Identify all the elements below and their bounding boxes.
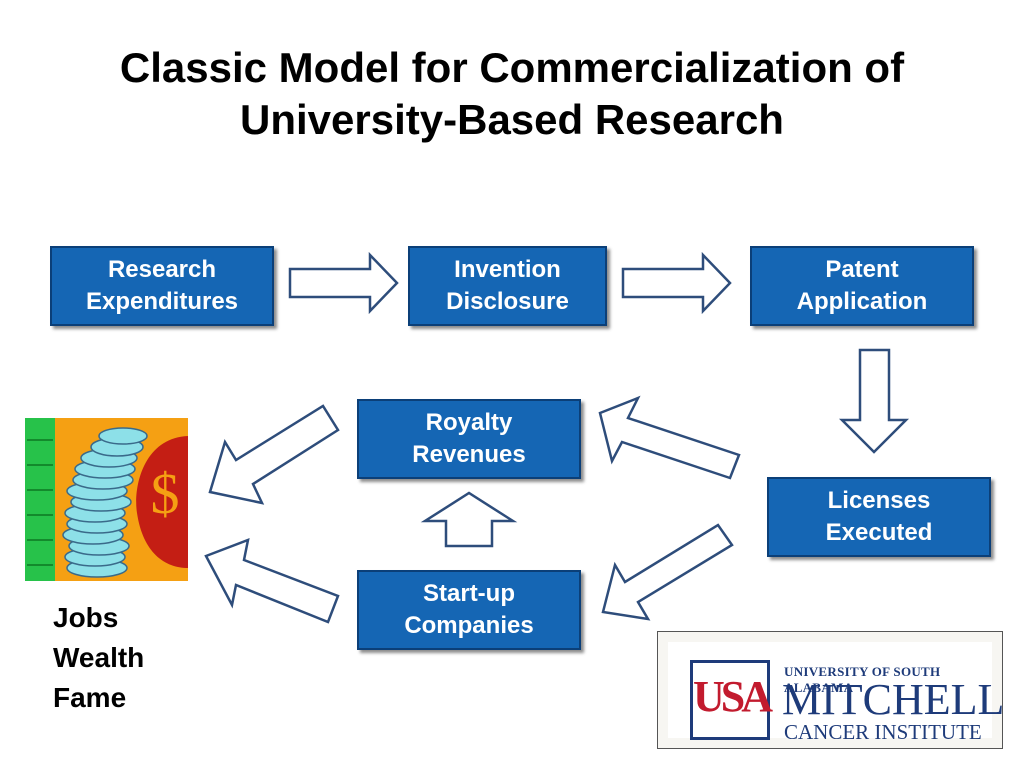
arrow-patent-to-licenses [838, 348, 910, 454]
node-label: Invention [454, 256, 561, 283]
arrow-research-to-invention [288, 251, 399, 315]
node-label: Disclosure [446, 288, 569, 315]
node-label: Expenditures [85, 288, 239, 315]
outcome-wealth: Wealth [53, 642, 145, 673]
logo-university-name: UNIVERSITY OF SOUTH ALABAMA [784, 664, 941, 695]
usa-logo-icon: USA [690, 660, 773, 740]
logo-mitchell: MITCHELL [782, 675, 1005, 724]
page-title-line1: Classic Model for Commercialization of [119, 44, 905, 91]
node-label: Executed [825, 519, 933, 546]
arrow-startup-to-outcomes [204, 538, 340, 624]
arrow-licenses-to-royalty [598, 395, 741, 480]
outcomes-list: Jobs Wealth Fame [53, 598, 144, 718]
node-licenses-executed: Licenses Executed [767, 477, 991, 557]
node-label: Royalty [425, 409, 513, 436]
svg-text:$: $ [151, 461, 180, 526]
node-label: Revenues [412, 441, 526, 468]
node-royalty-revenues: Royalty Revenues [357, 399, 581, 479]
node-label: Application [796, 288, 928, 315]
node-label: Companies [404, 612, 534, 639]
node-research-expenditures: Research Expenditures [50, 246, 274, 326]
mitchell-cancer-institute-logo: USA UNIVERSITY OF SOUTH ALABAMA MITCHELL… [657, 631, 1004, 749]
page-title-line2: University-Based Research [240, 96, 784, 143]
node-label: Licenses [827, 487, 931, 514]
logo-cancer-institute: CANCER INSTITUTE [784, 720, 982, 744]
arrow-invention-to-patent [621, 251, 732, 315]
logo-panel: USA UNIVERSITY OF SOUTH ALABAMA MITCHELL… [668, 642, 1004, 744]
node-label: Start-up [423, 580, 515, 607]
node-startup-companies: Start-up Companies [357, 570, 581, 650]
usa-letters: USA [693, 672, 773, 721]
node-label: Research [107, 256, 217, 283]
node-label: Patent [825, 256, 899, 283]
arrow-licenses-to-startup [601, 523, 734, 621]
node-invention-disclosure: Invention Disclosure [408, 246, 607, 326]
node-patent-application: Patent Application [750, 246, 974, 326]
outcome-fame: Fame [53, 682, 127, 713]
arrow-startup-to-royalty [420, 491, 518, 548]
arrow-royalty-to-outcomes [208, 404, 340, 505]
coins-and-dollar-icon: $ [25, 418, 188, 581]
outcome-jobs: Jobs [53, 602, 119, 633]
page-title: Classic Model for Commercialization of U… [0, 42, 1024, 146]
